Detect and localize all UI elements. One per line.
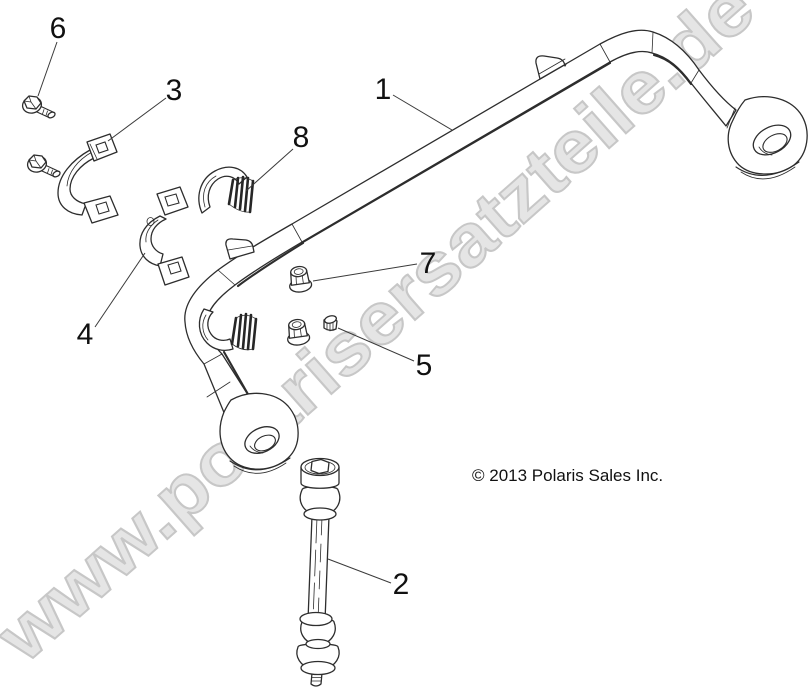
- stabilizer-bar: [184, 29, 808, 474]
- arm-shadow-line: [222, 350, 251, 398]
- flange-bolt-upper: [21, 95, 56, 119]
- bracket-small-top-hole: [164, 193, 180, 207]
- bushing-upper-ribs: [227, 175, 255, 214]
- right-arm-shadow-line: [652, 53, 693, 86]
- mount-bracket-small: [139, 186, 190, 286]
- bracket-small-top-flange: [156, 186, 189, 216]
- callout-3: 3: [166, 74, 183, 107]
- bracket-small-bottom-hole: [167, 261, 182, 275]
- callout-8: 8: [293, 121, 310, 154]
- stabilizer-link: [296, 457, 341, 687]
- callout-5: 5: [416, 349, 433, 382]
- callout-7: 7: [420, 247, 437, 280]
- bracket-small-bottom-flange: [157, 256, 190, 286]
- copyright-notice: © 2013 Polaris Sales Inc.: [472, 466, 663, 485]
- bracket-small-round-hole: [146, 217, 155, 226]
- leader-lines: [37, 41, 453, 584]
- bar-tab-lower-fold: [227, 245, 253, 251]
- bend-shadow-line: [236, 241, 305, 288]
- leader-line-7: [312, 263, 418, 282]
- flange-nut-upper: [289, 265, 313, 293]
- mount-bracket-large: [57, 133, 119, 224]
- callout-labels: 1 2 3 4 5 6 7 8: [50, 12, 437, 601]
- bracket-large-top-hole: [95, 141, 109, 154]
- bar-tab-upper-fold: [538, 58, 566, 75]
- leader-line-2: [327, 558, 392, 584]
- callout-6: 6: [50, 12, 67, 45]
- leader-line-3: [107, 97, 167, 142]
- leader-line-5: [337, 327, 415, 362]
- callout-4: 4: [77, 318, 94, 351]
- leader-line-8: [245, 148, 294, 192]
- bushing-upper: [198, 166, 255, 214]
- flange-nut-lower: [287, 318, 311, 346]
- small-screw: [323, 315, 338, 332]
- bar-left-eyelet: [206, 381, 299, 474]
- callout-2: 2: [393, 568, 410, 601]
- bracket-large-bottom-hole: [95, 201, 110, 215]
- leader-line-6: [37, 41, 58, 97]
- leader-line-4: [94, 252, 146, 328]
- tube-shadow-line: [301, 61, 612, 244]
- tube-segment-lines: [203, 31, 700, 365]
- bracket-large-bottom-flange: [83, 195, 119, 224]
- bar-right-eyelet: [726, 96, 808, 180]
- flange-bolt-lower: [26, 154, 61, 178]
- leader-line-1: [392, 94, 453, 131]
- bar-tab-lower: [225, 238, 255, 260]
- link-hex-head: [310, 458, 330, 475]
- callout-1: 1: [375, 73, 392, 106]
- bushing-lower: [198, 308, 258, 351]
- bushing-lower-ribs: [230, 312, 258, 351]
- left-eyelet-hole: [244, 426, 280, 454]
